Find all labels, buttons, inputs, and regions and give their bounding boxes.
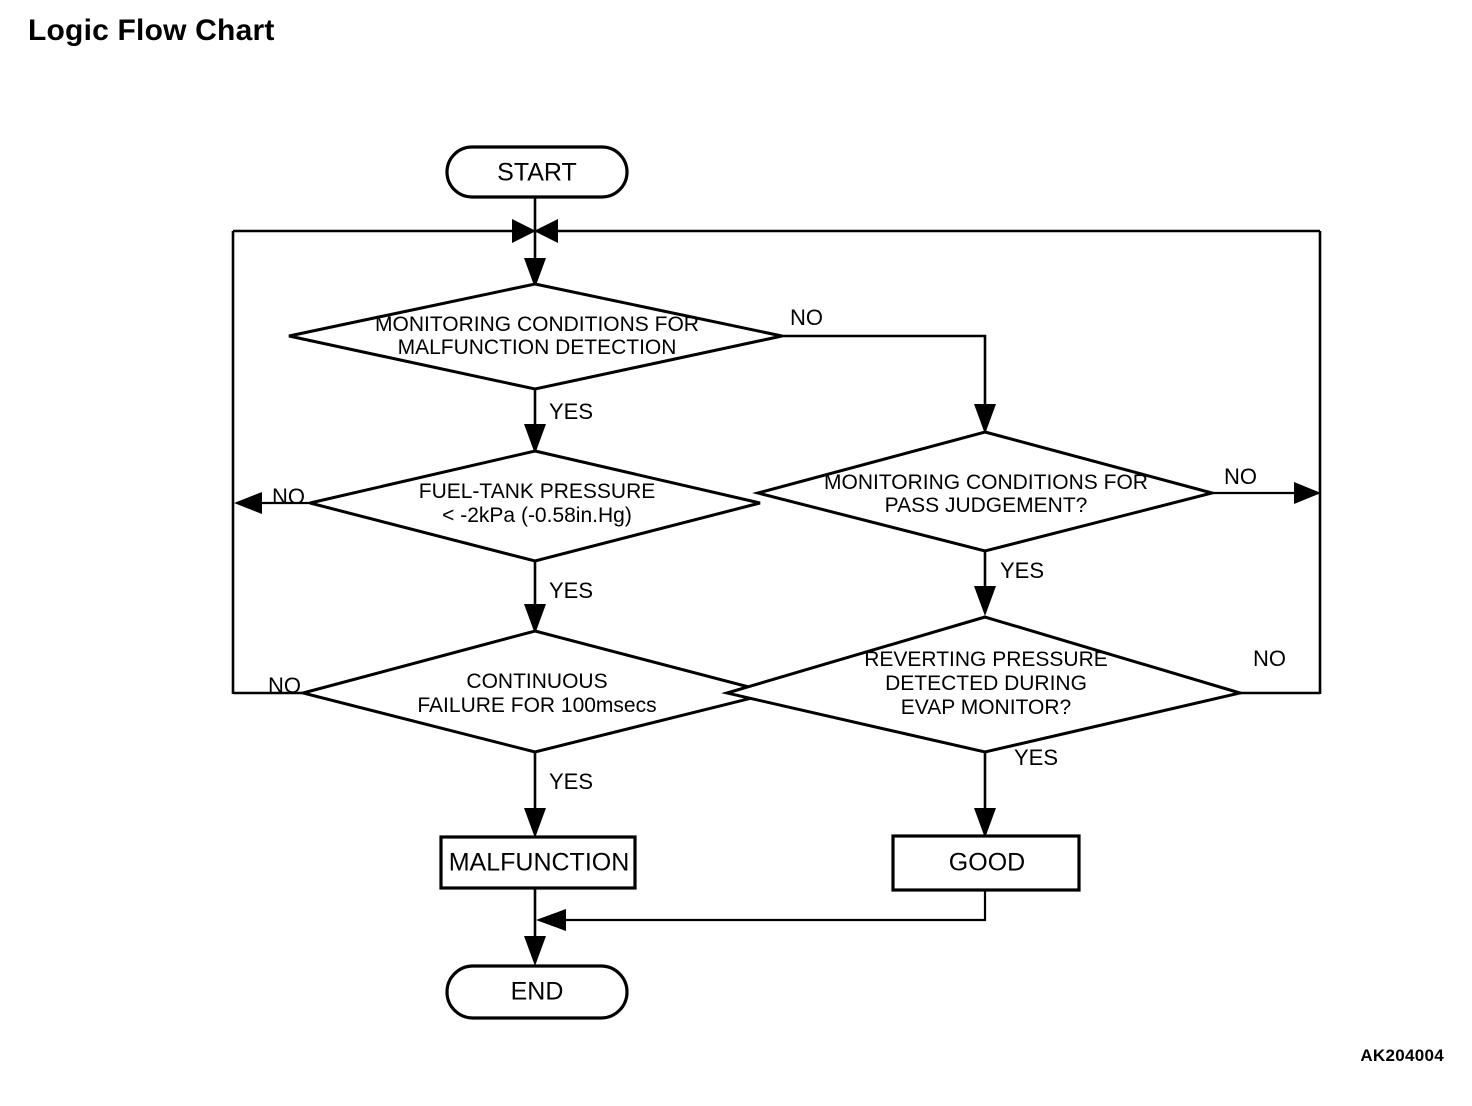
branch-label-mon-pass-yes: YES bbox=[1000, 558, 1044, 583]
node-revert-press-line2: DETECTED DURING bbox=[885, 672, 1087, 695]
connector-layer bbox=[231, 196, 1322, 966]
node-good-label: GOOD bbox=[949, 849, 1025, 877]
arrowhead-bar-from-right bbox=[534, 219, 558, 243]
node-revert-press-line1: REVERTING PRESSURE bbox=[864, 648, 1108, 671]
node-continuous-failure[interactable]: CONTINUOUS FAILURE FOR 100msecs bbox=[297, 629, 773, 754]
arrowhead-fuel-press-no bbox=[234, 492, 262, 514]
arrowhead-good-in bbox=[974, 808, 996, 838]
branch-label-mon-malf-yes: YES bbox=[549, 399, 593, 424]
arrowhead-revert-press-in bbox=[974, 586, 996, 616]
node-mon-pass-line1: MONITORING CONDITIONS FOR bbox=[824, 471, 1148, 494]
branch-label-mon-malf-no: NO bbox=[790, 305, 823, 330]
edge-good-to-end bbox=[562, 890, 987, 922]
node-malfunction[interactable]: MALFUNCTION bbox=[439, 835, 637, 890]
node-mon-malf-line1: MONITORING CONDITIONS FOR bbox=[375, 313, 699, 336]
node-revert-press-line3: EVAP MONITOR? bbox=[901, 696, 1071, 719]
node-good[interactable]: GOOD bbox=[891, 834, 1081, 892]
page-title: Logic Flow Chart bbox=[28, 14, 275, 47]
arrowhead-good-merge bbox=[536, 909, 566, 931]
node-cont-fail-line2: FAILURE FOR 100msecs bbox=[417, 694, 656, 717]
arrowhead-mon-pass-in bbox=[974, 404, 996, 434]
arrowhead-mon-pass-no bbox=[1294, 482, 1321, 504]
branch-label-layer: NO YES NO YES NO YES NO YES NO YES bbox=[268, 305, 1286, 794]
node-fuel-tank-pressure[interactable]: FUEL-TANK PRESSURE < -2kPa (-0.58in.Hg) bbox=[309, 449, 761, 563]
arrowhead-malfunction-in bbox=[524, 808, 546, 838]
arrowhead-mon-malf-in bbox=[524, 258, 546, 288]
node-malfunction-label: MALFUNCTION bbox=[449, 849, 630, 877]
edge-mon-malf-no bbox=[782, 334, 987, 424]
branch-label-revert-press-no: NO bbox=[1253, 646, 1286, 671]
node-monitoring-conditions-malfunction[interactable]: MONITORING CONDITIONS FOR MALFUNCTION DE… bbox=[288, 282, 783, 391]
arrowhead-bar-from-left bbox=[512, 219, 536, 243]
arrowhead-end-in bbox=[524, 936, 546, 966]
branch-label-revert-press-yes: YES bbox=[1014, 745, 1058, 770]
node-reverting-pressure[interactable]: REVERTING PRESSURE DETECTED DURING EVAP … bbox=[721, 615, 1246, 754]
node-end[interactable]: END bbox=[445, 964, 629, 1020]
branch-label-fuel-press-no: NO bbox=[272, 484, 305, 509]
figure-code: AK204004 bbox=[1360, 1046, 1444, 1065]
node-end-label: END bbox=[511, 978, 564, 1006]
node-start[interactable]: START bbox=[445, 145, 629, 199]
node-cont-fail-line1: CONTINUOUS bbox=[466, 670, 607, 693]
node-mon-malf-line2: MALFUNCTION DETECTION bbox=[398, 336, 677, 359]
branch-label-mon-pass-no: NO bbox=[1224, 464, 1257, 489]
node-fuel-press-line1: FUEL-TANK PRESSURE bbox=[419, 480, 656, 503]
branch-label-cont-fail-yes: YES bbox=[549, 769, 593, 794]
branch-label-cont-fail-no: NO bbox=[268, 673, 301, 698]
arrowhead-cont-fail-in bbox=[524, 604, 546, 634]
node-fuel-press-line2: < -2kPa (-0.58in.Hg) bbox=[442, 504, 632, 527]
branch-label-fuel-press-yes: YES bbox=[549, 578, 593, 603]
arrowhead-fuel-press-in bbox=[524, 424, 546, 454]
node-start-label: START bbox=[497, 159, 577, 187]
node-mon-pass-line2: PASS JUDGEMENT? bbox=[885, 494, 1088, 517]
node-monitoring-conditions-pass-judgement[interactable]: MONITORING CONDITIONS FOR PASS JUDGEMENT… bbox=[752, 430, 1218, 553]
